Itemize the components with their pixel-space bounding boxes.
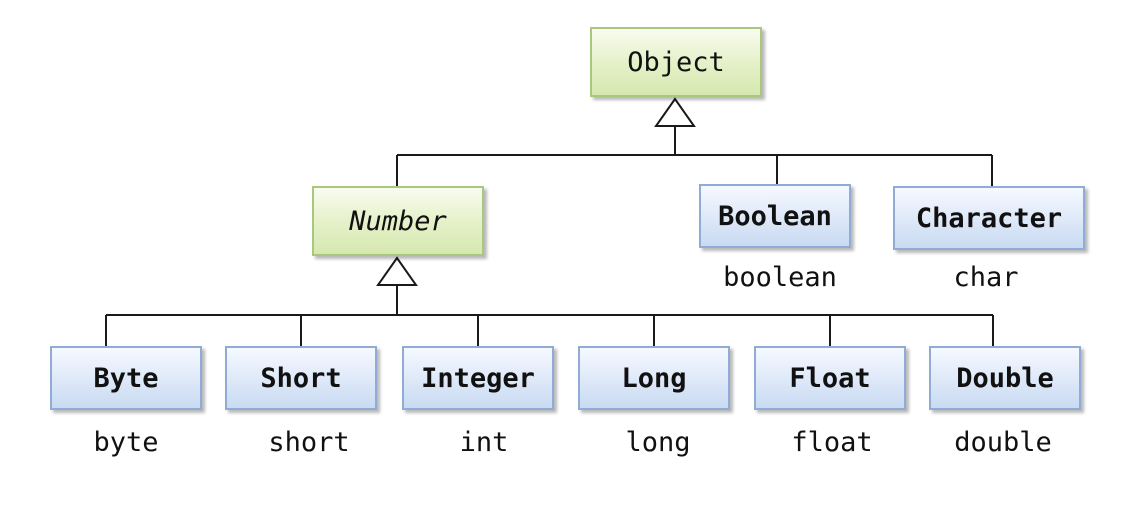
integer-class-label: Integer	[421, 362, 535, 394]
long-class-box: Long	[578, 346, 730, 410]
boolean-class-box: Boolean	[699, 184, 851, 248]
integer-primitive-label: int	[459, 427, 509, 458]
byte-class-label: Byte	[93, 362, 159, 394]
float-primitive-label: float	[791, 427, 873, 458]
boolean-primitive-label: boolean	[723, 262, 837, 293]
short-class-label: Short	[260, 362, 342, 394]
object-class-box: Object	[590, 27, 762, 97]
double-class-box: Double	[929, 346, 1081, 410]
boolean-class-label: Boolean	[718, 200, 832, 232]
float-class-label: Float	[789, 362, 871, 394]
number-class-box: Number	[312, 186, 484, 256]
inheritance-arrow-object	[654, 97, 696, 127]
byte-primitive-label: byte	[93, 427, 159, 458]
short-class-box: Short	[225, 346, 377, 410]
long-primitive-label: long	[625, 427, 691, 458]
byte-class-box: Byte	[50, 346, 202, 410]
long-class-label: Long	[621, 362, 687, 394]
double-class-label: Double	[956, 362, 1054, 394]
character-class-box: Character	[893, 186, 1085, 250]
number-class-label: Number	[349, 205, 447, 237]
character-primitive-label: char	[953, 262, 1019, 293]
double-primitive-label: double	[954, 427, 1052, 458]
float-class-box: Float	[754, 346, 906, 410]
inheritance-arrow-number	[376, 256, 418, 286]
character-class-label: Character	[915, 202, 1063, 234]
integer-class-box: Integer	[402, 346, 554, 410]
object-class-label: Object	[627, 46, 725, 78]
short-primitive-label: short	[268, 427, 350, 458]
